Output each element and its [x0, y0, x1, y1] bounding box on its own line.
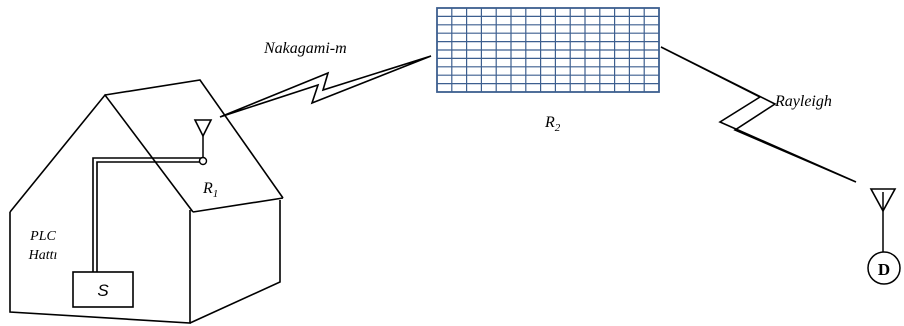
destination-antenna-icon: [869, 188, 897, 213]
house-left-roof: [9, 93, 194, 213]
ris-panel: [436, 7, 660, 93]
plc-line-inner: [96, 161, 203, 272]
source-box: [72, 271, 134, 308]
r2-label: R2: [544, 114, 561, 134]
house-side-wall: [189, 200, 281, 324]
plc-label-line2: Hattı: [28, 248, 58, 263]
house-roof-eave: [192, 197, 284, 213]
link-r1-r2-label: Nakagami-m: [263, 40, 347, 57]
source-node: S: [72, 271, 134, 308]
r1-antenna-icon: [193, 119, 213, 166]
r1-label: R1: [202, 180, 218, 200]
destination-circle: [867, 251, 901, 285]
plc-line: [92, 157, 203, 272]
house: [9, 79, 284, 324]
house-front-wall: [9, 210, 191, 324]
house-back-roof: [104, 79, 284, 199]
destination-node: D: [867, 188, 901, 285]
source-label: S: [97, 281, 109, 300]
link-r2-d-label: Rayleigh: [774, 93, 832, 110]
plc-label-line1: PLC: [29, 229, 56, 244]
link-r1-r2-icon: [219, 55, 432, 118]
destination-label: D: [878, 260, 890, 279]
link-r2-d-icon: [660, 46, 857, 183]
plc-line-outer: [92, 157, 203, 272]
